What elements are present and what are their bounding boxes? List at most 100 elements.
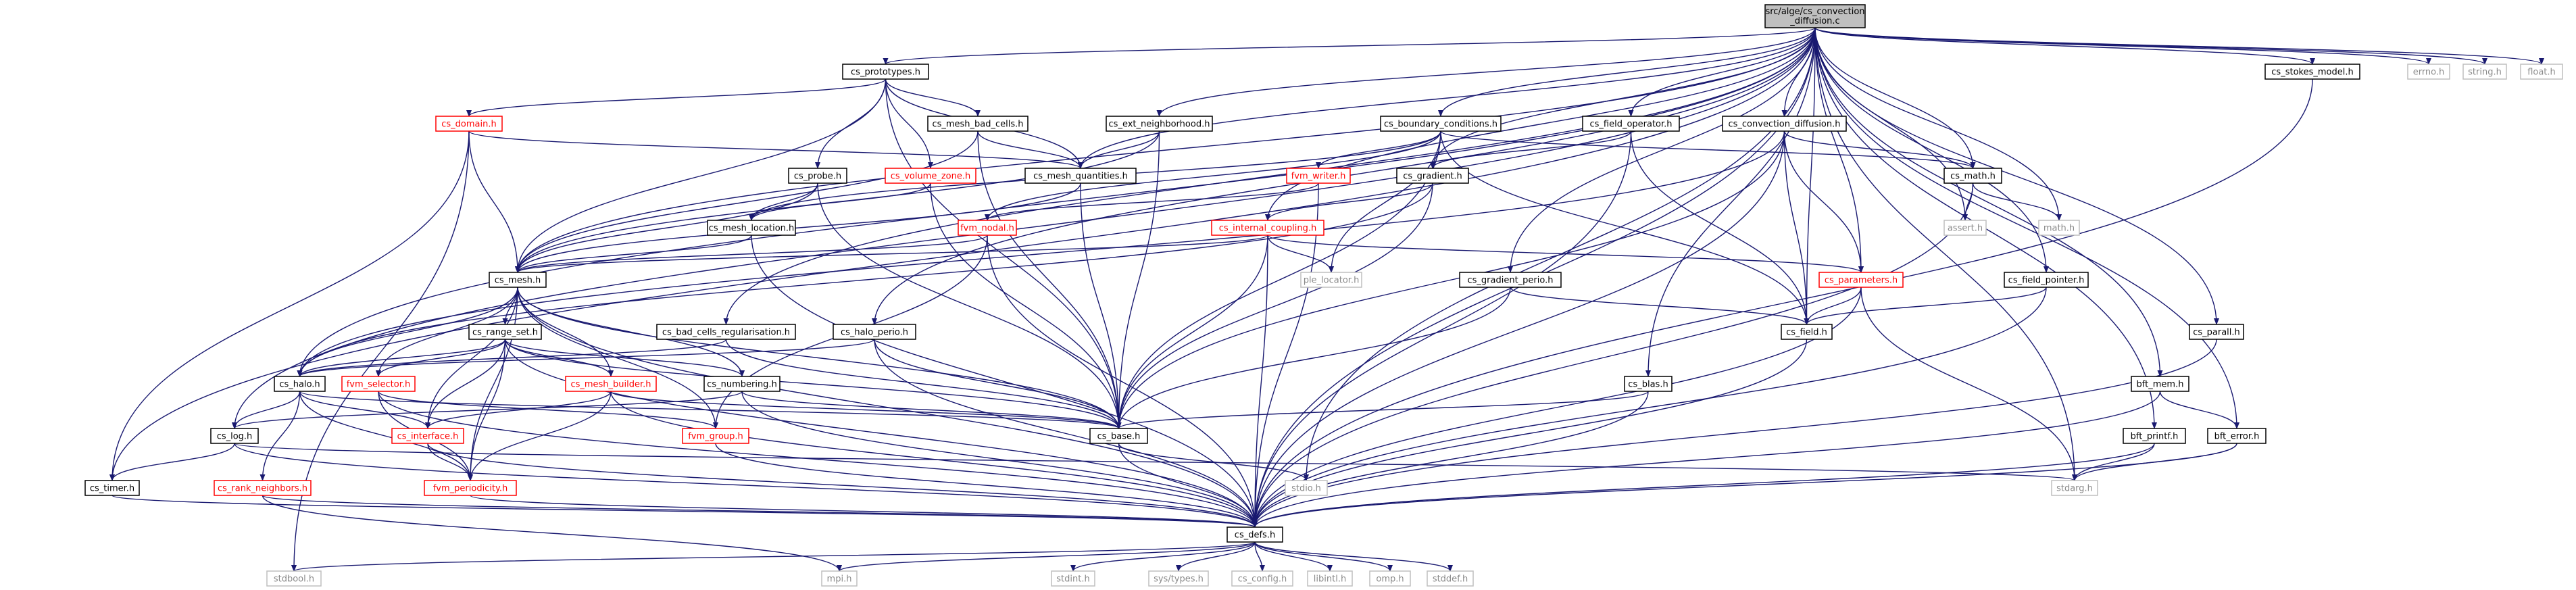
node-label: fvm_group.h [688, 432, 743, 442]
node-label: ple_locator.h [1304, 276, 1360, 286]
node-fvm-writer[interactable]: fvm_writer.h [1286, 168, 1351, 184]
node-label: cs_mesh_quantities.h [1033, 172, 1128, 182]
node-box [1943, 220, 1987, 236]
edge-parameters-to-defs [1252, 287, 1862, 528]
node-errno: errno.h [2407, 64, 2450, 80]
node-math-std: math.h [2038, 220, 2080, 236]
graph-nodes: src/alge/cs_convection_diffusion.c cs_pro… [84, 4, 2563, 587]
node-stokes-model[interactable]: cs_stokes_model.h [2264, 64, 2360, 80]
node-bad-cells-regularisation[interactable]: cs_bad_cells_regularisation.h [656, 324, 796, 340]
edge-rank_neighbors-to-mpi [262, 495, 842, 572]
edge-root-to-field_operator [1628, 27, 1816, 117]
node-label: cs_field_pointer.h [2008, 276, 2085, 286]
node-log[interactable]: cs_log.h [210, 428, 259, 444]
node-internal-coupling[interactable]: cs_internal_coupling.h [1211, 220, 1324, 236]
edge-root-to-stokes_model [1814, 27, 2315, 65]
node-ext-neighborhood[interactable]: cs_ext_neighborhood.h [1106, 116, 1213, 132]
edge-mesh_builder-to-fvm_periodicity [468, 391, 612, 481]
node-defs[interactable]: cs_defs.h [1227, 526, 1283, 543]
node-domain[interactable]: cs_domain.h [435, 116, 503, 132]
edge-mesh_builder-to-base [610, 391, 1122, 429]
node-box [2123, 428, 2186, 444]
node-mesh-location[interactable]: cs_mesh_location.h [707, 220, 796, 236]
edge-probe-to-mesh [515, 182, 818, 273]
node-label: cs_parall.h [2193, 328, 2240, 338]
node-label: cs_rank_neighbors.h [218, 484, 307, 494]
edge-fvm_periodicity-to-defs [470, 495, 1258, 528]
edge-bad_cells_regularisation-to-halo [297, 339, 727, 377]
edge-fvm_group-to-defs [715, 443, 1258, 528]
node-fvm-selector[interactable]: fvm_selector.h [341, 376, 416, 392]
node-box [1764, 4, 1866, 28]
edge-root-to-field [1804, 27, 1816, 325]
node-cs-config: cs_config.h [1231, 570, 1293, 587]
node-numbering[interactable]: cs_numbering.h [703, 376, 781, 392]
node-interface[interactable]: cs_interface.h [391, 428, 464, 444]
node-label: cs_math.h [1950, 172, 1996, 182]
node-label: omp.h [1376, 574, 1404, 585]
node-base[interactable]: cs_base.h [1089, 428, 1148, 444]
node-probe[interactable]: cs_probe.h [788, 168, 847, 184]
node-boundary-conditions[interactable]: cs_boundary_conditions.h [1380, 116, 1502, 132]
node-fvm-group[interactable]: fvm_group.h [682, 428, 749, 444]
node-omp: omp.h [1369, 570, 1411, 587]
node-label: cs_boundary_conditions.h [1384, 120, 1497, 130]
node-root[interactable]: src/alge/cs_convection_diffusion.c [1764, 4, 1866, 28]
node-label: bft_printf.h [2131, 432, 2179, 442]
node-blas[interactable]: cs_blas.h [1624, 376, 1673, 392]
node-bft-error[interactable]: bft_error.h [2207, 428, 2267, 444]
node-label: stdio.h [1291, 484, 1321, 494]
node-mesh-quantities[interactable]: cs_mesh_quantities.h [1024, 168, 1137, 184]
node-gradient[interactable]: cs_gradient.h [1396, 168, 1469, 184]
node-box [2407, 64, 2450, 80]
edge-halo-to-log [232, 391, 301, 429]
edge-root-to-ext_neighborhood [1156, 27, 1816, 117]
edge-mesh-to-base [517, 287, 1122, 429]
edge-convection_diffusion_h-to-parameters [1783, 130, 1864, 273]
node-box [1227, 526, 1283, 543]
node-box [703, 376, 781, 392]
node-volume-zone[interactable]: cs_volume_zone.h [885, 168, 976, 184]
node-label: cs_internal_coupling.h [1219, 224, 1316, 234]
node-range-set[interactable]: cs_range_set.h [468, 324, 542, 340]
node-field-operator[interactable]: cs_field_operator.h [1582, 116, 1680, 132]
node-label: cs_mesh_bad_cells.h [932, 120, 1023, 130]
node-box [833, 324, 916, 340]
node-fvm-periodicity[interactable]: fvm_periodicity.h [424, 480, 517, 496]
edge-domain-to-mesh [468, 130, 520, 273]
node-gradient-perio[interactable]: cs_gradient_perio.h [1459, 272, 1562, 288]
node-rank-neighbors[interactable]: cs_rank_neighbors.h [214, 480, 312, 496]
node-halo[interactable]: cs_halo.h [274, 376, 326, 392]
node-field-pointer[interactable]: cs_field_pointer.h [2004, 272, 2089, 288]
node-mesh-builder[interactable]: cs_mesh_builder.h [565, 376, 657, 392]
node-label: cs_timer.h [90, 484, 134, 494]
edge-mesh_bad_cells-to-base [977, 130, 1122, 429]
node-label: stdbool.h [274, 574, 314, 585]
edge-base-to-stdio [1118, 443, 1309, 481]
node-box [266, 570, 322, 587]
node-mesh[interactable]: cs_mesh.h [489, 272, 547, 288]
node-mesh-bad-cells[interactable]: cs_mesh_bad_cells.h [927, 116, 1029, 132]
edge-blas-to-defs [1252, 391, 1649, 528]
edge-defs-to-stdint [1070, 541, 1256, 572]
node-field[interactable]: cs_field.h [1781, 324, 1833, 340]
node-prototypes[interactable]: cs_prototypes.h [842, 64, 929, 80]
node-label: cs_blas.h [1628, 380, 1668, 390]
edge-range_set-to-numbering [504, 339, 745, 377]
node-halo-perio[interactable]: cs_halo_perio.h [833, 324, 916, 340]
node-fvm-nodal[interactable]: fvm_nodal.h [958, 220, 1017, 236]
edge-boundary_conditions-to-fvm_writer [1316, 130, 1441, 169]
node-box [2131, 376, 2189, 392]
node-math[interactable]: cs_math.h [1943, 168, 2002, 184]
node-label: stddef.h [1433, 574, 1468, 585]
node-convection-diffusion-h[interactable]: cs_convection_diffusion.h [1722, 116, 1847, 132]
node-bft-mem[interactable]: bft_mem.h [2131, 376, 2189, 392]
node-parameters[interactable]: cs_parameters.h [1818, 272, 1904, 288]
edge-mesh_location-to-defs [751, 235, 1258, 528]
edge-fvm_writer-to-defs [1252, 182, 1319, 528]
node-parall[interactable]: cs_parall.h [2189, 324, 2244, 340]
node-bft-printf[interactable]: bft_printf.h [2123, 428, 2186, 444]
node-timer[interactable]: cs_timer.h [84, 480, 140, 496]
node-box [1024, 168, 1137, 184]
node-label: cs_stokes_model.h [2271, 68, 2353, 78]
